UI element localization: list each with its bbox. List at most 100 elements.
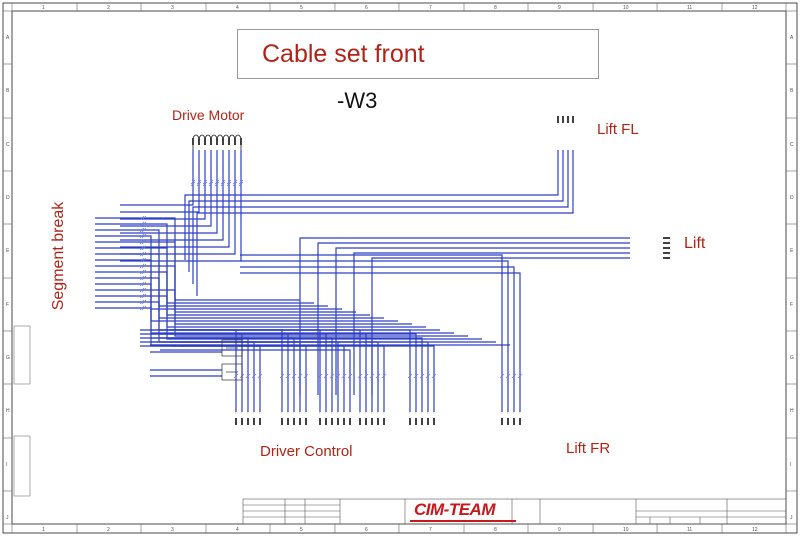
grid-number: 5 bbox=[300, 527, 303, 533]
wire-tick bbox=[141, 299, 147, 305]
grid-number: 9 bbox=[558, 527, 561, 533]
wire bbox=[120, 150, 194, 206]
wire bbox=[317, 242, 630, 395]
wire-annotation: ······ bbox=[420, 407, 424, 414]
wire-tick bbox=[214, 179, 220, 185]
wire-annotation: ······ bbox=[376, 407, 380, 414]
wire-annotation: ······ bbox=[518, 407, 522, 414]
grid-number: 11 bbox=[687, 5, 692, 11]
grid-letter: E bbox=[790, 248, 794, 254]
wire-annotation: ······ bbox=[414, 407, 418, 414]
wire-tick bbox=[190, 179, 196, 185]
grid-number: 12 bbox=[752, 5, 758, 11]
wire-annotation: ······ bbox=[432, 407, 436, 414]
wire-tick bbox=[141, 239, 147, 245]
wire-tick bbox=[141, 263, 147, 269]
wire-annotation: ······ bbox=[239, 165, 243, 172]
wire-tick bbox=[139, 227, 145, 233]
wire-annotation: ······ bbox=[286, 407, 290, 414]
wire-annotation: ······ bbox=[370, 407, 374, 414]
wire-tick bbox=[141, 257, 147, 263]
wire-tick bbox=[369, 373, 375, 379]
label-lift-fr: Lift FR bbox=[566, 440, 611, 457]
wire-tick bbox=[139, 245, 145, 251]
grid-letter: J bbox=[790, 515, 793, 521]
grid-number: 7 bbox=[429, 5, 432, 11]
wire-tick bbox=[196, 179, 202, 185]
wire-annotation: ······ bbox=[280, 407, 284, 414]
wire bbox=[95, 277, 440, 331]
wire-tick bbox=[220, 181, 226, 187]
wire-tick bbox=[208, 179, 214, 185]
grid-number: 10 bbox=[623, 527, 629, 533]
grid-letter: B bbox=[790, 88, 794, 94]
grid-number: 8 bbox=[494, 5, 497, 11]
wire-tick bbox=[341, 373, 347, 379]
wire-annotation: ······ bbox=[209, 165, 213, 172]
wire bbox=[192, 150, 569, 284]
title-box bbox=[237, 29, 599, 79]
wire-tick bbox=[139, 257, 145, 263]
wire-tick bbox=[297, 373, 303, 379]
wire-tick bbox=[381, 373, 387, 379]
wire bbox=[196, 150, 574, 296]
grid-letter: H bbox=[6, 408, 10, 414]
wire-annotation: ······ bbox=[408, 407, 412, 414]
wire-tick bbox=[139, 263, 145, 269]
wire-tick bbox=[141, 269, 147, 275]
wire-tick bbox=[141, 215, 147, 221]
wire-annotation: ······ bbox=[246, 407, 250, 414]
wire-tick bbox=[335, 373, 341, 379]
grid-letter: G bbox=[790, 355, 794, 361]
grid-number: 2 bbox=[107, 527, 110, 533]
wire-tick bbox=[285, 373, 291, 379]
wire bbox=[180, 341, 429, 412]
wire bbox=[95, 295, 482, 340]
grid-letter: A bbox=[790, 35, 794, 41]
wire bbox=[170, 345, 385, 412]
wire-tick bbox=[139, 299, 145, 305]
wire-annotations: ········································… bbox=[191, 165, 522, 414]
wire-annotation: ······ bbox=[227, 165, 231, 172]
wire-tick bbox=[141, 281, 147, 287]
wire-tick bbox=[323, 373, 329, 379]
wire-annotation: ······ bbox=[318, 407, 322, 414]
wire-tick bbox=[245, 373, 251, 379]
label-lift-fl: Lift FL bbox=[597, 121, 639, 138]
wire-tick bbox=[141, 233, 147, 239]
wire-tick bbox=[505, 373, 511, 379]
grid-number: 6 bbox=[365, 5, 368, 11]
wire-tick bbox=[226, 179, 232, 185]
logo-underline bbox=[410, 520, 516, 522]
wire bbox=[170, 337, 373, 412]
wire-annotation: ······ bbox=[252, 407, 256, 414]
wire-annotation: ······ bbox=[330, 407, 334, 414]
grid-letter: C bbox=[790, 142, 794, 148]
wire-tick bbox=[279, 373, 285, 379]
wire-annotation: ······ bbox=[221, 165, 225, 172]
wire-tick bbox=[139, 221, 145, 227]
wire bbox=[120, 150, 206, 220]
wire bbox=[180, 333, 417, 412]
grid-number: 11 bbox=[687, 527, 692, 533]
grid-letter: F bbox=[790, 302, 793, 308]
grid-number: 4 bbox=[236, 5, 239, 11]
wire-tick bbox=[232, 179, 238, 185]
wire-tick bbox=[139, 269, 145, 275]
wire-tick bbox=[141, 305, 147, 311]
wire-tick bbox=[329, 373, 335, 379]
wire-tick bbox=[139, 233, 145, 239]
page-title: Cable set front bbox=[262, 40, 425, 68]
grid-number: 2 bbox=[107, 5, 110, 11]
wire-annotation: ······ bbox=[336, 407, 340, 414]
wire-tick bbox=[208, 181, 214, 187]
wire-tick bbox=[431, 373, 437, 379]
wire-tick bbox=[419, 373, 425, 379]
wire-tick bbox=[190, 181, 196, 187]
wire-tick bbox=[317, 373, 323, 379]
wire-annotation: ······ bbox=[358, 407, 362, 414]
label-segment-break: Segment break bbox=[50, 201, 67, 311]
wire-tick bbox=[139, 305, 145, 311]
wire bbox=[353, 252, 630, 395]
grid-letter: D bbox=[790, 195, 794, 201]
